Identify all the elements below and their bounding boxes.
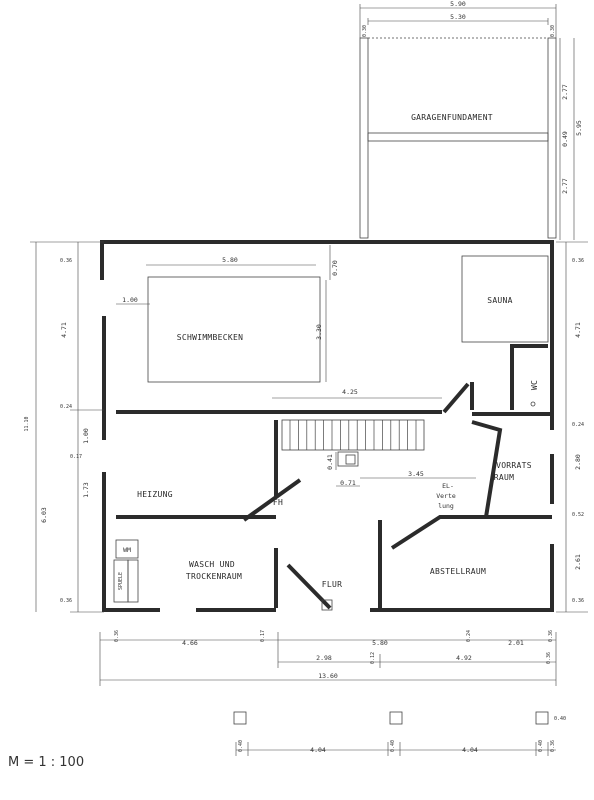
dim-b1-f: 2.01	[508, 639, 524, 647]
dim-fd-f: 0.36	[550, 740, 556, 752]
room-el-label-2: Verte	[436, 492, 456, 500]
dim-b1-c: 0.17	[260, 630, 266, 642]
room-el-label-1: EL-	[442, 482, 454, 490]
dim-fd-b: 4.04	[310, 746, 326, 754]
dim-b1-a: 0.36	[114, 630, 120, 642]
foundations: 0.40 0.40 4.04 0.40 4.04 0.40 0.36	[233, 711, 566, 756]
garage-foundation: 5.90 5.30 0.30 0.30 2.77 0.49 2.77 5.95 …	[359, 0, 583, 240]
room-fh-label: FH	[273, 498, 283, 507]
bottom-dimensions: 0.36 4.66 0.17 5.80 0.24 2.01 0.36 2.98 …	[99, 630, 557, 686]
outer-walls	[100, 240, 554, 612]
room-wc-label: WC	[530, 380, 539, 390]
dim-b2-a: 2.98	[316, 654, 332, 662]
dim-fd-h: 0.40	[554, 716, 566, 722]
dim-pool-left: 1.00	[122, 296, 138, 304]
dim-garage-outer: 5.90	[450, 0, 466, 8]
dim-right-top: 0.36	[572, 258, 584, 264]
dim-pool-w: 5.80	[222, 256, 238, 264]
stairs: 0.41 0.71 3.45	[281, 419, 476, 487]
dim-stair-c: 3.45	[408, 470, 424, 478]
dim-left-total: 11.10	[24, 416, 30, 431]
room-sauna-label: SAUNA	[487, 296, 513, 305]
dim-right-h3: 2.61	[574, 554, 582, 570]
dim-fd-e: 0.40	[538, 740, 544, 752]
dim-garage-right: 0.30	[550, 25, 556, 37]
washing-machine-label: WM	[123, 546, 131, 554]
dim-left-d2: 0.17	[70, 454, 82, 460]
dim-b1-d: 5.80	[372, 639, 388, 647]
room-hall-label: FLUR	[322, 580, 342, 589]
room-storage-label: ABSTELLRAUM	[430, 567, 486, 576]
room-pool-label: SCHWIMMBECKEN	[177, 333, 244, 342]
dim-pool-top: 0.70	[331, 260, 339, 276]
dim-pool-step: 4.25	[342, 388, 358, 396]
dim-b2-d: 0.36	[546, 652, 552, 664]
room-pantry-label-2: RAUM	[494, 473, 514, 482]
dim-stair-b: 0.71	[340, 479, 356, 487]
ground-rooms: HEIZUNG FH VORRATS RAUM EL- Verte lung W…	[113, 461, 532, 603]
room-laundry-label-1: WASCH UND	[189, 560, 235, 569]
interior-walls	[116, 344, 552, 611]
dim-left-d1: 1.00	[82, 428, 90, 444]
dim-pool-h: 3.30	[315, 324, 323, 340]
dim-right-bot: 0.36	[572, 598, 584, 604]
scale-label: M = 1 : 100	[8, 755, 84, 770]
dim-total: 13.60	[318, 672, 338, 680]
dim-right-w1: 0.24	[572, 422, 584, 428]
dim-garage-h1: 2.77	[561, 84, 569, 100]
room-laundry-label-2: TROCKENRAUM	[186, 572, 242, 581]
room-el-label-3: lung	[438, 502, 454, 510]
dim-b2-c: 4.92	[456, 654, 472, 662]
room-heating-label: HEIZUNG	[137, 490, 173, 499]
room-garage-label: GARAGENFUNDAMENT	[411, 113, 493, 122]
dim-garage-total: 5.95	[575, 120, 583, 136]
dim-fd-d: 4.04	[462, 746, 478, 754]
dim-left-bot: 0.36	[60, 598, 72, 604]
dim-fd-a: 0.40	[238, 740, 244, 752]
dim-garage-h2: 2.77	[561, 178, 569, 194]
dim-garage-mid: 0.49	[561, 131, 569, 147]
dim-garage-left: 0.30	[362, 25, 368, 37]
dim-right-h2: 2.80	[574, 454, 582, 470]
dim-left-h2: 6.03	[40, 507, 48, 523]
dim-garage-inner: 5.30	[450, 13, 466, 21]
dim-right-h1: 4.71	[574, 322, 582, 338]
dim-left-h1: 4.71	[60, 322, 68, 338]
left-dimensions: 0.36 4.71 0.24 11.10 1.00 0.17 1.73 6.03…	[24, 241, 104, 613]
dim-left-w1: 0.24	[60, 404, 72, 410]
dim-fd-c: 0.40	[390, 740, 396, 752]
dim-right-w2: 0.52	[572, 512, 584, 518]
dim-stair-a: 0.41	[326, 454, 334, 470]
sink-label: SPUELE	[118, 572, 124, 590]
pool-area: 5.80 0.70 1.00 3.30 4.25 SCHWIMMBECKEN S…	[116, 245, 549, 407]
dim-b1-e: 0.24	[466, 630, 472, 642]
room-pantry-label-1: VORRATS	[496, 461, 532, 470]
dim-b2-b: 0.12	[370, 652, 376, 664]
dim-left-top: 0.36	[60, 258, 72, 264]
dim-left-d3: 1.73	[82, 482, 90, 498]
dim-b1-b: 4.66	[182, 639, 198, 647]
dim-b1-g: 0.36	[548, 630, 554, 642]
right-dimensions: 0.36 4.71 0.24 2.80 0.52 2.61 0.36	[556, 241, 588, 613]
